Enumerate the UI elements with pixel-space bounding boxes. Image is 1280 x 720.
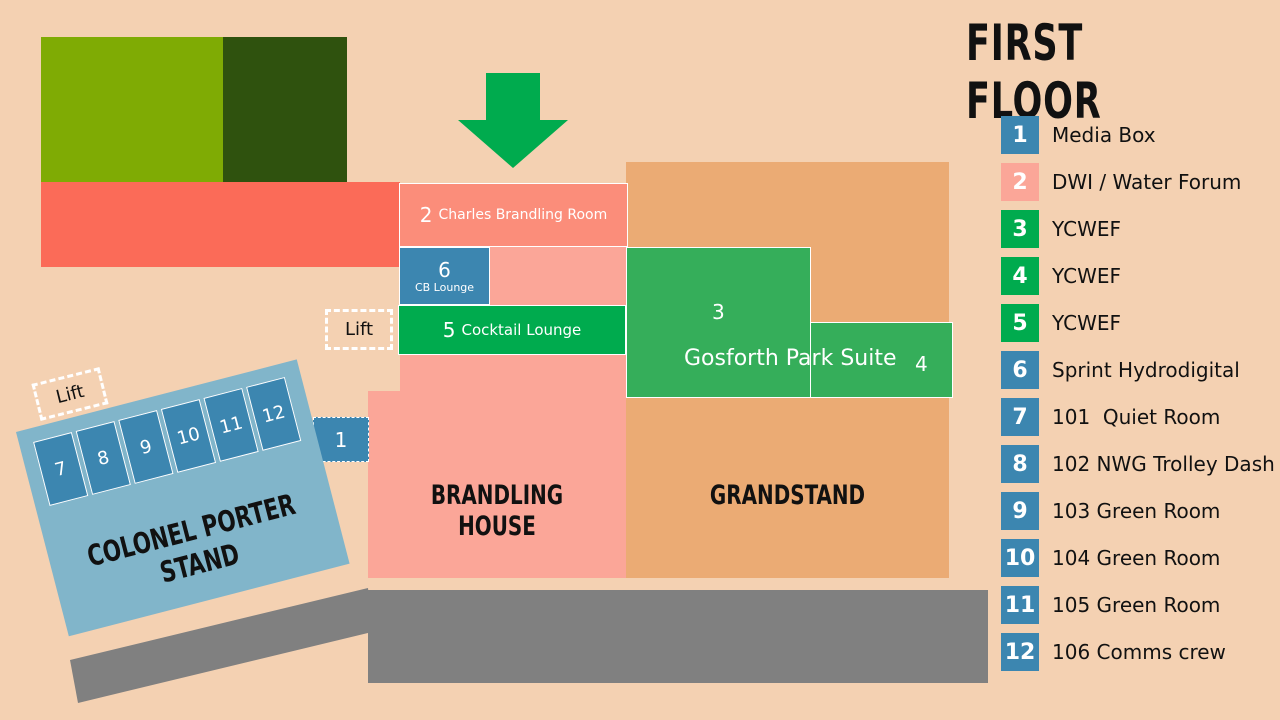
dark-green-area bbox=[223, 37, 347, 183]
legend-label: 103 Green Room bbox=[1052, 499, 1221, 523]
legend-number: 6 bbox=[1001, 351, 1039, 389]
legend-label: DWI / Water Forum bbox=[1052, 170, 1242, 194]
room-6-name: CB Lounge bbox=[414, 280, 475, 294]
legend-item: 2 DWI / Water Forum bbox=[1001, 163, 1241, 201]
legend-item: 11 105 Green Room bbox=[1001, 586, 1220, 624]
room-12-number: 12 bbox=[259, 400, 288, 427]
page-title: FIRST FLOOR bbox=[966, 14, 1102, 130]
room-7-number: 7 bbox=[52, 457, 69, 481]
legend-label: 104 Green Room bbox=[1052, 546, 1221, 570]
legend-item: 9 103 Green Room bbox=[1001, 492, 1220, 530]
legend-item: 6 Sprint Hydrodigital bbox=[1001, 351, 1240, 389]
room-1-number: 1 bbox=[334, 427, 348, 452]
room-2-number: 2 bbox=[419, 203, 433, 227]
grandstand-label: GRANDSTAND bbox=[709, 480, 866, 511]
room-8-number: 8 bbox=[95, 446, 112, 470]
legend-label: 102 NWG Trolley Dash bbox=[1052, 452, 1275, 476]
room-5-cocktail-lounge[interactable]: 5 Cocktail Lounge bbox=[398, 305, 626, 355]
grey-ramp bbox=[70, 588, 372, 703]
room-2-charles-brandling[interactable]: 2 Charles Brandling Room bbox=[399, 183, 628, 247]
brandling-house-label: BRANDLING HOUSE bbox=[430, 480, 564, 542]
legend-label: Media Box bbox=[1052, 123, 1156, 147]
down-arrow-icon bbox=[458, 73, 568, 168]
legend-item: 1 Media Box bbox=[1001, 116, 1156, 154]
legend-number: 2 bbox=[1001, 163, 1039, 201]
room-4-number: 4 bbox=[915, 352, 928, 376]
lift-label: Lift bbox=[344, 319, 374, 340]
room-2-name: Charles Brandling Room bbox=[438, 207, 608, 223]
lift-label: Lift bbox=[53, 380, 87, 408]
brandling-house-lower bbox=[368, 391, 626, 578]
legend-number: 9 bbox=[1001, 492, 1039, 530]
room-10-number: 10 bbox=[174, 422, 203, 449]
legend-label: YCWEF bbox=[1052, 264, 1122, 288]
red-area bbox=[41, 182, 400, 267]
legend-number: 3 bbox=[1001, 210, 1039, 248]
legend-label: 105 Green Room bbox=[1052, 593, 1221, 617]
grey-walkway bbox=[368, 590, 988, 683]
room-6-cb-lounge[interactable]: 6 CB Lounge bbox=[399, 247, 490, 305]
legend-number: 1 bbox=[1001, 116, 1039, 154]
legend-number: 12 bbox=[1001, 633, 1039, 671]
legend-number: 4 bbox=[1001, 257, 1039, 295]
room-5-number: 5 bbox=[442, 318, 456, 342]
room-9-number: 9 bbox=[137, 435, 155, 459]
legend-item: 12 106 Comms crew bbox=[1001, 633, 1226, 671]
legend-item: 5 YCWEF bbox=[1001, 304, 1121, 342]
room-5-name: Cocktail Lounge bbox=[461, 321, 582, 339]
lift-brandling[interactable]: Lift bbox=[325, 309, 393, 350]
legend-label: 106 Comms crew bbox=[1052, 640, 1226, 664]
legend-item: 3 YCWEF bbox=[1001, 210, 1121, 248]
legend-item: 4 YCWEF bbox=[1001, 257, 1121, 295]
legend-label: YCWEF bbox=[1052, 217, 1122, 241]
legend-label: Sprint Hydrodigital bbox=[1052, 358, 1240, 382]
olive-area bbox=[41, 37, 224, 183]
legend-item: 7 101 Quiet Room bbox=[1001, 398, 1220, 436]
legend-item: 8 102 NWG Trolley Dash bbox=[1001, 445, 1275, 483]
room-6-number: 6 bbox=[438, 257, 451, 282]
room-3-name: Gosforth Park Suite bbox=[684, 346, 897, 371]
room-3-number: 3 bbox=[712, 300, 725, 324]
legend-label: 101 Quiet Room bbox=[1052, 405, 1221, 429]
room-1-media-box[interactable]: 1 bbox=[313, 417, 369, 462]
legend-number: 7 bbox=[1001, 398, 1039, 436]
legend-number: 10 bbox=[1001, 539, 1039, 577]
legend-number: 11 bbox=[1001, 586, 1039, 624]
legend-number: 5 bbox=[1001, 304, 1039, 342]
room-11-number: 11 bbox=[217, 411, 245, 438]
legend-number: 8 bbox=[1001, 445, 1039, 483]
room-3-4-divider bbox=[810, 323, 811, 397]
legend-label: YCWEF bbox=[1052, 311, 1122, 335]
legend-item: 10 104 Green Room bbox=[1001, 539, 1220, 577]
